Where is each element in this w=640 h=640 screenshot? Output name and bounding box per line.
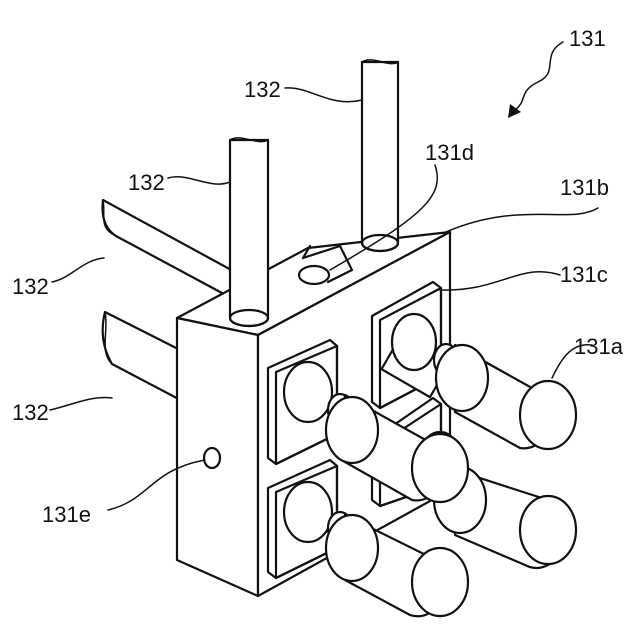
label-132-left-lower: 132 [12,400,49,425]
label-131b: 131b [560,175,609,200]
label-132-top-left: 132 [128,170,165,195]
side-hole-131e [204,448,220,468]
label-131c: 131c [560,262,608,287]
label-132-left-upper: 132 [12,274,49,299]
label-132-top-right: 132 [244,77,281,102]
top-hole-131d [299,266,329,284]
label-131: 131 [569,26,606,51]
label-131e: 131e [42,502,91,527]
rod-vertical-right [362,60,398,251]
label-131a: 131a [574,334,624,359]
rod-vertical-left [230,138,268,326]
label-131d: 131d [425,140,474,165]
rod-horizontal-upper [103,200,235,300]
